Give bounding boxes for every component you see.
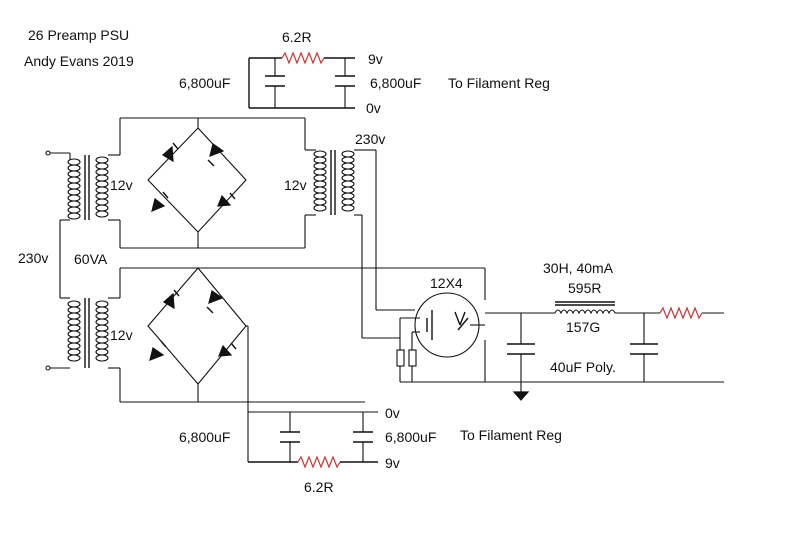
bottom-9v-label: 9v xyxy=(385,455,400,471)
rectifier-tube-12x4 xyxy=(361,268,486,383)
top-filament-filter xyxy=(248,51,355,109)
bottom-filament-filter xyxy=(247,402,378,469)
upper-transformer-right xyxy=(304,118,377,310)
lower-diode-2 xyxy=(206,290,224,314)
top-resistor-symbol xyxy=(281,51,325,65)
lower-secondary-coil xyxy=(95,300,109,362)
upper-secondary-coil xyxy=(95,156,109,218)
upper-diode-3 xyxy=(151,191,169,213)
upper-transformer-left xyxy=(45,118,121,298)
lower-transformer xyxy=(45,267,485,403)
ht-resistor-symbol xyxy=(659,306,703,320)
reservoir-caps-label: 40uF Poly. xyxy=(550,359,616,375)
lower-diode-3 xyxy=(149,340,167,361)
lower-bridge-rectifier xyxy=(147,267,249,402)
upper-primary-coil xyxy=(67,158,81,220)
upper-diode-4 xyxy=(217,192,236,207)
top-resistor-label: 6.2R xyxy=(282,29,312,45)
right-primary-coil xyxy=(341,150,355,212)
mains-left-label: 230v xyxy=(18,250,48,266)
bottom-cap-left-label: 6,800uF xyxy=(179,429,230,445)
bottom-resistor-symbol xyxy=(297,455,341,469)
title-line-2: Andy Evans 2019 xyxy=(24,53,134,69)
lower-primary-coil xyxy=(67,300,81,362)
choke-symbol xyxy=(554,301,616,315)
ht-filter xyxy=(485,301,724,401)
upper-bridge-rectifier xyxy=(120,117,305,249)
right-secondary-coil xyxy=(313,150,327,212)
secondary-top-left-label: 12v xyxy=(110,177,133,193)
bottom-0v-label: 0v xyxy=(385,405,400,421)
mains-top-right-label: 230v xyxy=(355,131,385,147)
bottom-filament-label: To Filament Reg xyxy=(460,427,562,443)
lower-diode-1 xyxy=(162,289,180,310)
secondary-top-right-label: 12v xyxy=(284,177,307,193)
upper-diode-2 xyxy=(207,143,225,167)
top-filament-label: To Filament Reg xyxy=(448,75,550,91)
title-line-1: 26 Preamp PSU xyxy=(28,27,129,43)
choke-model-label: 157G xyxy=(566,319,600,335)
choke-resistance-label: 595R xyxy=(568,280,601,296)
top-cap-left-label: 6,800uF xyxy=(179,75,230,91)
bottom-cap-right-label: 6,800uF xyxy=(385,429,436,445)
secondary-bottom-left-label: 12v xyxy=(110,327,133,343)
top-9v-label: 9v xyxy=(368,51,383,67)
lower-diode-4 xyxy=(218,342,237,357)
top-cap-right-label: 6,800uF xyxy=(370,75,421,91)
bottom-resistor-label: 6.2R xyxy=(304,479,334,495)
ground-symbol xyxy=(512,391,530,401)
va-rating-label: 60VA xyxy=(74,251,108,267)
upper-diode-1 xyxy=(161,142,179,163)
top-0v-label: 0v xyxy=(366,100,381,116)
rectifier-tube-label: 12X4 xyxy=(430,275,463,291)
choke-rating-label: 30H, 40mA xyxy=(543,260,614,276)
